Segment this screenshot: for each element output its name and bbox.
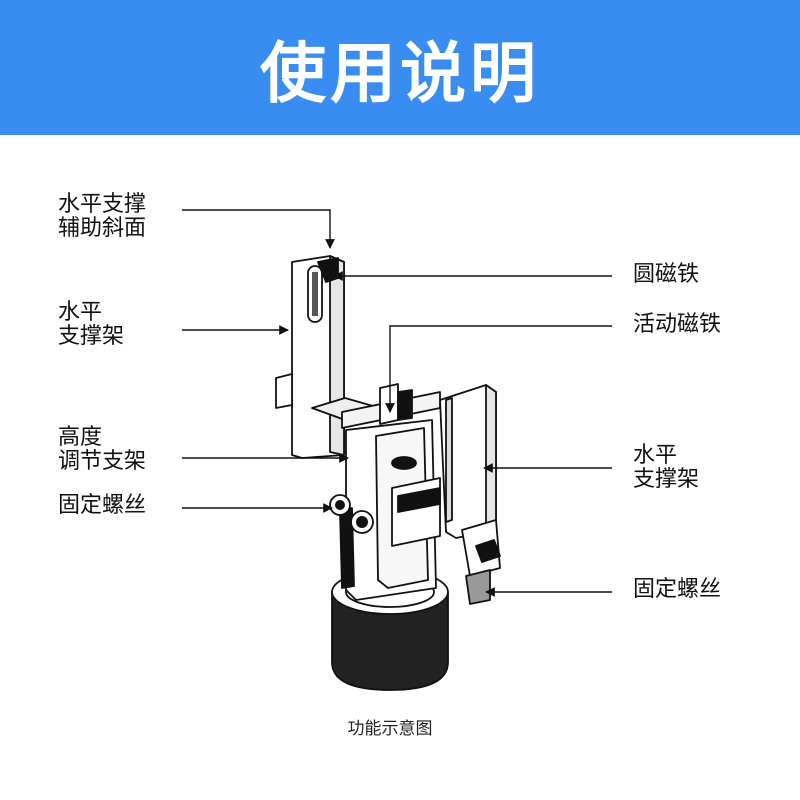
title-banner: 使用说明 bbox=[0, 0, 800, 135]
label-round-magnet: 圆磁铁 bbox=[633, 262, 700, 287]
left-fixing-screws bbox=[329, 494, 374, 534]
label-right-fixing-screw: 固定螺丝 bbox=[633, 577, 722, 602]
label-right-support-arm: 水平 支撑架 bbox=[633, 443, 700, 492]
label-left-support-arm: 水平 支撑架 bbox=[58, 300, 125, 349]
label-active-magnet: 活动磁铁 bbox=[633, 312, 722, 337]
active-magnet-leader bbox=[385, 325, 612, 413]
label-left-fixing-screw: 固定螺丝 bbox=[58, 493, 147, 518]
figure-caption: 功能示意图 bbox=[347, 719, 433, 739]
page-title: 使用说明 bbox=[260, 34, 540, 112]
label-height-bracket: 高度 调节支架 bbox=[58, 425, 147, 474]
label-slope: 水平支撑 辅助斜面 bbox=[58, 192, 147, 241]
height-adjust-bracket bbox=[311, 383, 441, 601]
slope-leader bbox=[182, 209, 335, 249]
right-support-arm bbox=[439, 384, 501, 605]
left-support-arm bbox=[275, 255, 345, 459]
leader-lines bbox=[182, 209, 612, 597]
device-drawing bbox=[275, 255, 501, 691]
